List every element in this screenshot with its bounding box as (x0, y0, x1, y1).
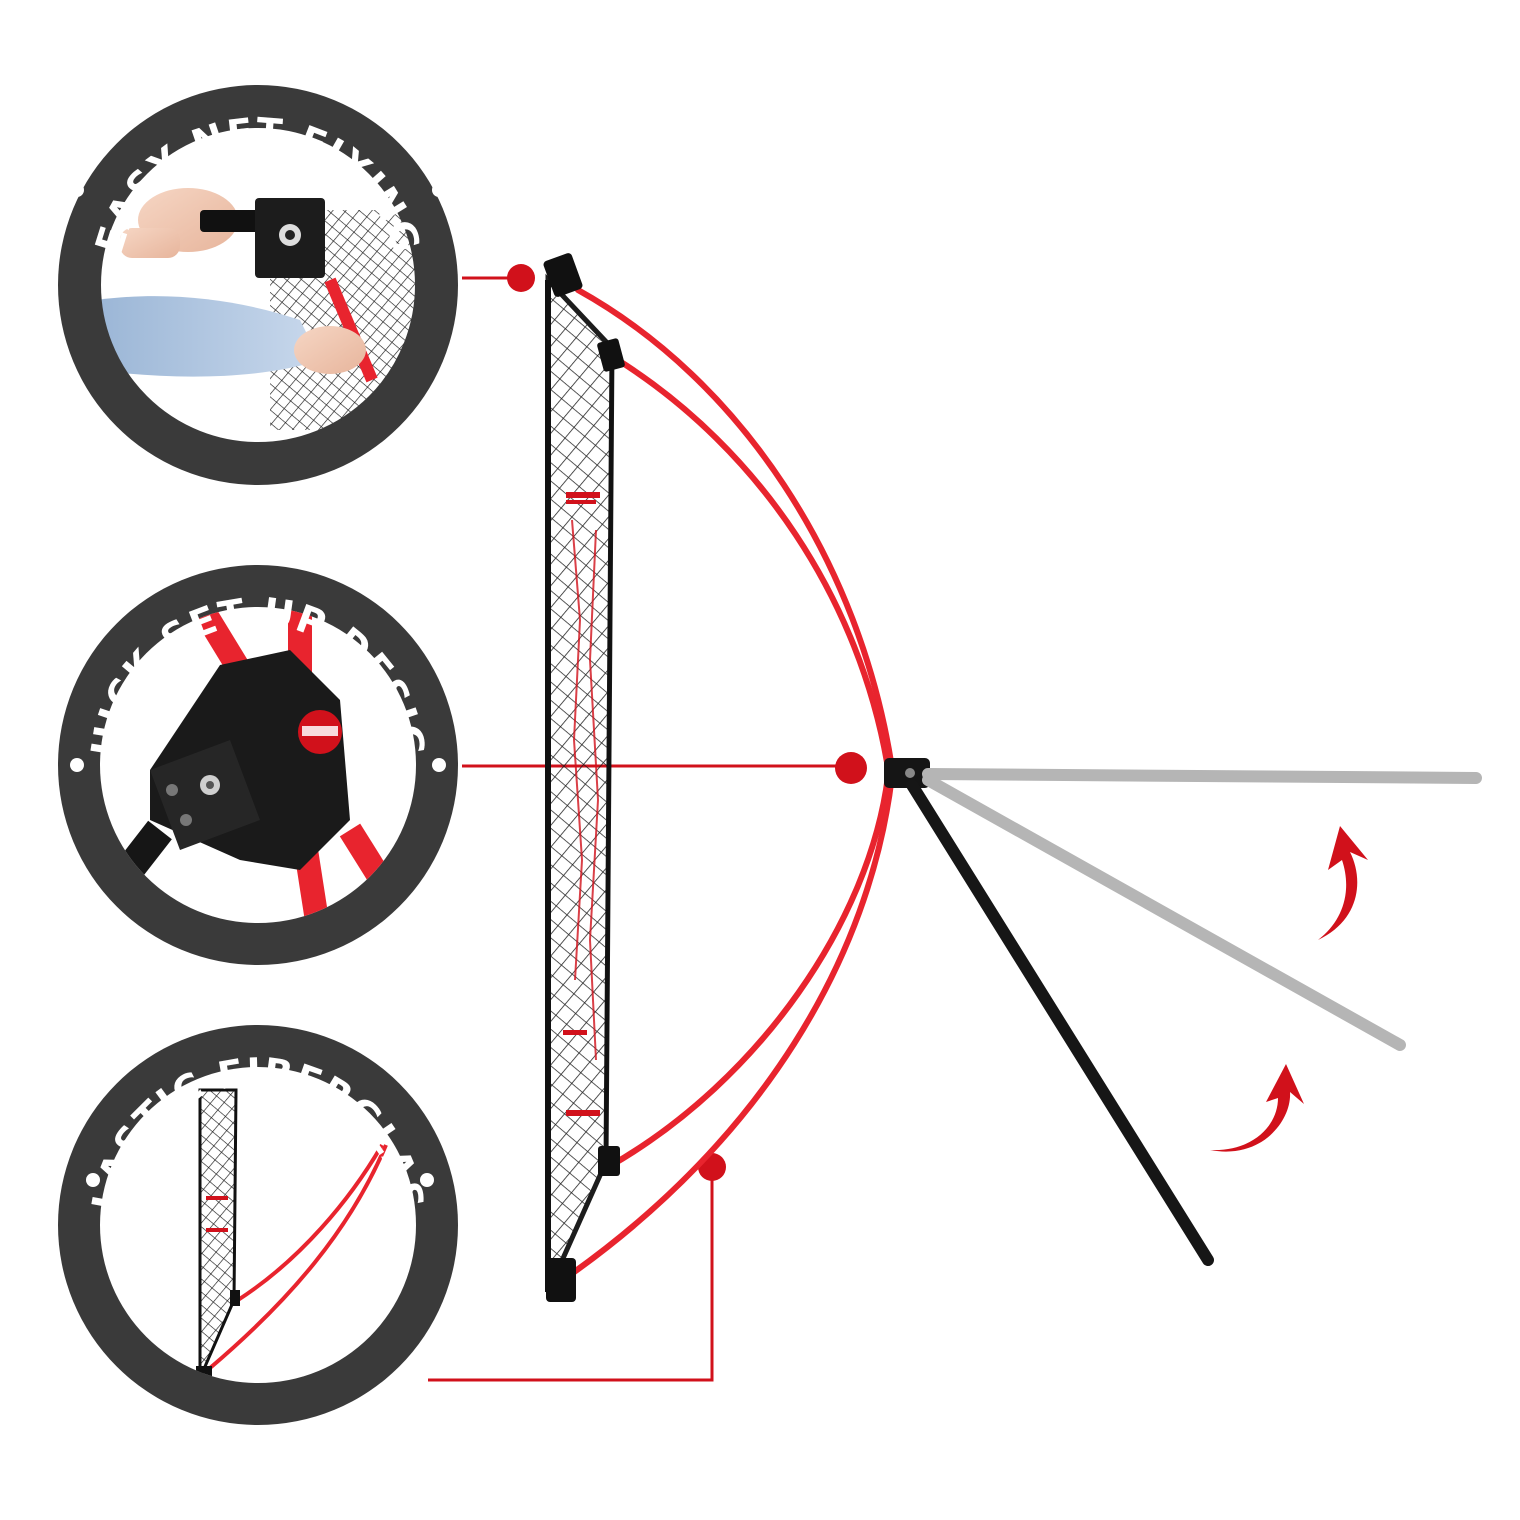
net-frame-icon (100, 1067, 416, 1383)
net-mesh (545, 273, 615, 1294)
feature-easy-net-fixing: EASY NET FIXING (58, 85, 458, 485)
rotate-arrow-icon-lower (1210, 1064, 1304, 1152)
gray-leg-horizontal (922, 768, 1482, 784)
hinge-joint-icon (100, 607, 416, 923)
rebounder-net-product (543, 253, 1482, 1302)
connector-lines (428, 264, 867, 1382)
center-hub (884, 758, 930, 788)
gray-leg-angled (922, 774, 1406, 1051)
black-leg (906, 779, 1214, 1266)
rotate-arrow-icon-upper (1318, 826, 1368, 940)
